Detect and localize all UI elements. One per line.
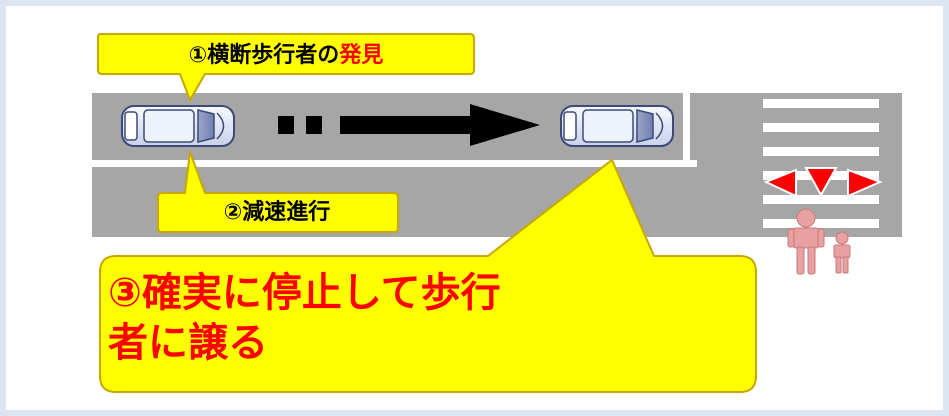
callout-step3-line1: ③確実に停止して歩行: [108, 270, 501, 316]
lane-divider: [92, 160, 697, 167]
callout-step3-bubble: [99, 158, 757, 393]
callout-step2-text: ②減速進行: [223, 200, 331, 225]
pedestrian-icon: [833, 231, 851, 274]
pedestrian-icon: [787, 208, 825, 275]
callout-step1-highlight: 発見: [339, 43, 384, 68]
callout-step1-prefix: ①横断歩行者の: [188, 43, 340, 68]
arrow-right-icon: [278, 104, 540, 146]
car-icon: [121, 105, 235, 147]
callout-step3-text: ③確実に停止して歩行 者に譲る: [108, 268, 728, 368]
callout-step1-text: ①横断歩行者の発見: [98, 40, 474, 72]
callout-step1-bubble: [97, 33, 475, 103]
warning-triangle-icon: [763, 167, 883, 198]
car-icon: [560, 105, 674, 147]
callout-step2-bubble: [157, 151, 399, 233]
callout-step3-line2: 者に譲る: [108, 320, 268, 366]
stop-line: [683, 93, 690, 163]
